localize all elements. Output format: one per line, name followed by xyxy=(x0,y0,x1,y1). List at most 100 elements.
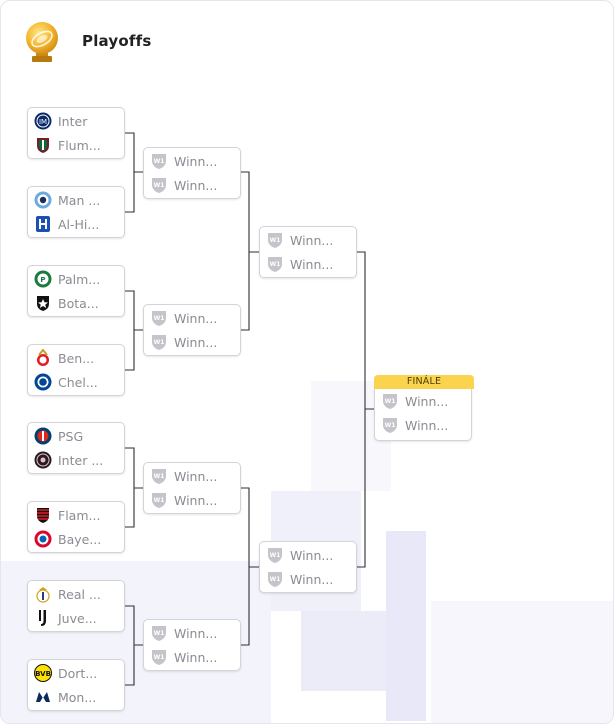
svg-text:W1: W1 xyxy=(154,473,165,480)
placeholder-shield-icon: W1 xyxy=(152,469,166,484)
team-name: Inter xyxy=(58,113,88,129)
svg-text:IM: IM xyxy=(39,118,47,126)
benfica-logo xyxy=(37,349,49,366)
team-row: P Palm... xyxy=(34,269,100,289)
team-row: IM Inter xyxy=(34,111,87,131)
team-row: Juve... xyxy=(34,608,97,628)
team-name: Winn... xyxy=(290,256,334,272)
placeholder-shield-icon: W1 xyxy=(383,418,397,433)
match-card[interactable]: BVB Dort... Mon... xyxy=(27,659,125,711)
palmeiras-logo: P xyxy=(34,270,52,288)
svg-text:W1: W1 xyxy=(270,576,281,583)
final-match-card[interactable]: W1 Winn... W1 Winn... xyxy=(374,389,472,441)
dortmund-logo: BVB xyxy=(34,664,52,682)
svg-text:W1: W1 xyxy=(154,315,165,322)
background-tile xyxy=(301,611,386,691)
svg-text:W1: W1 xyxy=(154,630,165,637)
match-card[interactable]: IM Inter Flum... xyxy=(27,107,125,159)
team-name: Winn... xyxy=(290,547,334,563)
team-row: W1 Winn... xyxy=(266,545,333,565)
match-card[interactable]: W1 Winn... W1 Winn... xyxy=(143,462,241,514)
team-row: PSG xyxy=(34,426,83,446)
match-card[interactable]: W1 Winn... W1 Winn... xyxy=(259,226,357,278)
placeholder-shield-icon: W1 xyxy=(268,572,282,587)
team-row: Bota... xyxy=(34,293,99,313)
team-name: Winn... xyxy=(174,649,218,665)
team-row: W1 Winn... xyxy=(150,623,217,643)
placeholder-shield-icon: W1 xyxy=(152,335,166,350)
svg-text:P: P xyxy=(40,276,45,284)
svg-text:W1: W1 xyxy=(270,261,281,268)
placeholder-shield-icon: W1 xyxy=(152,650,166,665)
svg-text:W1: W1 xyxy=(270,237,281,244)
svg-text:W1: W1 xyxy=(385,398,396,405)
match-card[interactable]: Man ... Al-Hi... xyxy=(27,186,125,238)
placeholder-shield-icon: W1 xyxy=(152,154,166,169)
team-name: Flam... xyxy=(58,507,101,523)
team-name: Al-Hi... xyxy=(58,216,100,232)
psg-logo xyxy=(34,427,52,445)
placeholder-shield-icon: W1 xyxy=(268,233,282,248)
background-tile xyxy=(431,601,613,723)
team-row: Al-Hi... xyxy=(34,214,99,234)
match-card[interactable]: W1 Winn... W1 Winn... xyxy=(143,147,241,199)
team-name: Winn... xyxy=(174,625,218,641)
svg-text:BVB: BVB xyxy=(35,670,51,678)
page-title: Playoffs xyxy=(82,32,152,50)
team-row: Ben... xyxy=(34,348,94,368)
team-row: Inter ... xyxy=(34,450,103,470)
match-card[interactable]: PSG Inter ... xyxy=(27,422,125,474)
match-card[interactable]: W1 Winn... W1 Winn... xyxy=(259,541,357,593)
team-name: Ben... xyxy=(58,350,95,366)
team-row: W1 Winn... xyxy=(150,175,217,195)
svg-text:W1: W1 xyxy=(154,158,165,165)
team-name: Bota... xyxy=(58,295,99,311)
match-card[interactable]: Real ... Juve... xyxy=(27,580,125,632)
team-name: Winn... xyxy=(174,492,218,508)
fluminense-logo xyxy=(37,138,49,153)
team-row: Mon... xyxy=(34,687,96,707)
team-row: Baye... xyxy=(34,529,101,549)
team-name: Winn... xyxy=(405,393,449,409)
team-name: Palm... xyxy=(58,271,101,287)
monterrey-logo xyxy=(36,692,50,702)
team-row: Chel... xyxy=(34,372,98,392)
team-row: W1 Winn... xyxy=(381,415,448,435)
trophy-icon xyxy=(26,22,58,62)
botafogo-logo xyxy=(37,296,49,311)
team-name: Chel... xyxy=(58,374,98,390)
match-card[interactable]: W1 Winn... W1 Winn... xyxy=(143,619,241,671)
team-name: Winn... xyxy=(174,310,218,326)
team-row: W1 Winn... xyxy=(150,490,217,510)
svg-text:W1: W1 xyxy=(154,497,165,504)
team-row: Man ... xyxy=(34,190,100,210)
team-name: Winn... xyxy=(174,334,218,350)
team-name: Dort... xyxy=(58,665,98,681)
team-row: W1 Winn... xyxy=(266,230,333,250)
match-card[interactable]: P Palm... Bota... xyxy=(27,265,125,317)
placeholder-shield-icon: W1 xyxy=(152,626,166,641)
match-card[interactable]: Ben... Chel... xyxy=(27,344,125,396)
placeholder-shield-icon: W1 xyxy=(383,394,397,409)
team-name: Winn... xyxy=(174,468,218,484)
svg-text:W1: W1 xyxy=(385,422,396,429)
team-name: Man ... xyxy=(58,192,101,208)
team-name: Winn... xyxy=(174,153,218,169)
team-name: Winn... xyxy=(174,177,218,193)
match-card[interactable]: W1 Winn... W1 Winn... xyxy=(143,304,241,356)
inter-logo: IM xyxy=(34,112,52,130)
team-row: W1 Winn... xyxy=(266,254,333,274)
match-card[interactable]: Flam... Baye... xyxy=(27,501,125,553)
final-label: FINÁLE xyxy=(374,375,474,389)
team-name: Winn... xyxy=(290,571,334,587)
real-madrid-logo xyxy=(36,587,50,603)
placeholder-shield-icon: W1 xyxy=(268,548,282,563)
placeholder-shield-icon: W1 xyxy=(152,493,166,508)
team-name: Mon... xyxy=(58,689,97,705)
svg-text:W1: W1 xyxy=(154,182,165,189)
team-row: W1 Winn... xyxy=(150,466,217,486)
team-row: BVB Dort... xyxy=(34,663,97,683)
team-name: Winn... xyxy=(405,417,449,433)
